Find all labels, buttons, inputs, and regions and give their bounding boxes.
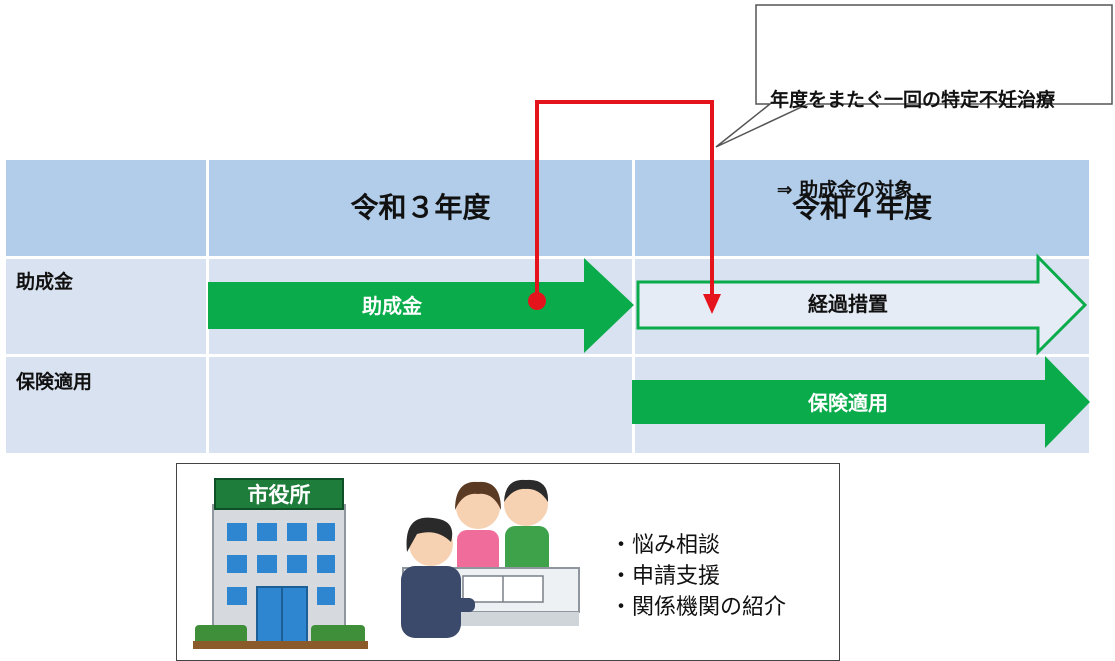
span-end-arrowhead xyxy=(703,294,721,314)
subsidy-arrow-label: 助成金 xyxy=(362,294,423,318)
insurance-label-cell xyxy=(6,357,206,453)
transition-arrow-label: 経過措置 xyxy=(808,292,888,316)
city-office-sign-label: 市役所 xyxy=(248,483,311,507)
column-header-r3: 令和３年度 xyxy=(209,160,632,256)
subsidy-arrow xyxy=(208,258,634,353)
callout-box xyxy=(715,4,1113,148)
city-office-sign xyxy=(214,478,344,510)
insurance-arrow-label: 保険適用 xyxy=(807,391,888,415)
callout-text: 年度をまたぐ一回の特定不妊治療 ⇒ 助成金の対象 xyxy=(770,25,1055,235)
transition-arrow xyxy=(636,253,1088,356)
city-office-illustration: 市役所 xyxy=(193,478,368,649)
consultation-illustration xyxy=(401,479,580,638)
callout-line-1: 年度をまたぐ一回の特定不妊治療 xyxy=(770,89,1056,111)
service-item-agency-referral: ・関係機関の紹介 xyxy=(610,595,787,620)
row-header-blank xyxy=(6,160,206,256)
service-item-consultation: ・悩み相談 xyxy=(610,533,721,558)
callout-line-2: ⇒ 助成金の対象 xyxy=(770,179,914,201)
span-connector-line xyxy=(535,100,714,300)
insurance-lane-r3 xyxy=(209,357,632,453)
span-start-dot xyxy=(528,292,546,310)
insurance-arrow xyxy=(632,356,1090,448)
services-list: ・悩み相談 ・申請支援 ・関係機関の紹介 xyxy=(610,530,786,623)
service-item-application-support: ・申請支援 xyxy=(610,564,721,589)
row-label-insurance: 保険適用 xyxy=(16,371,93,393)
row-label-subsidy: 助成金 xyxy=(16,271,74,293)
column-header-r4-label: 令和４年度 xyxy=(791,191,932,224)
subsidy-label-cell xyxy=(6,259,206,354)
column-header-r3-label: 令和３年度 xyxy=(350,191,491,224)
